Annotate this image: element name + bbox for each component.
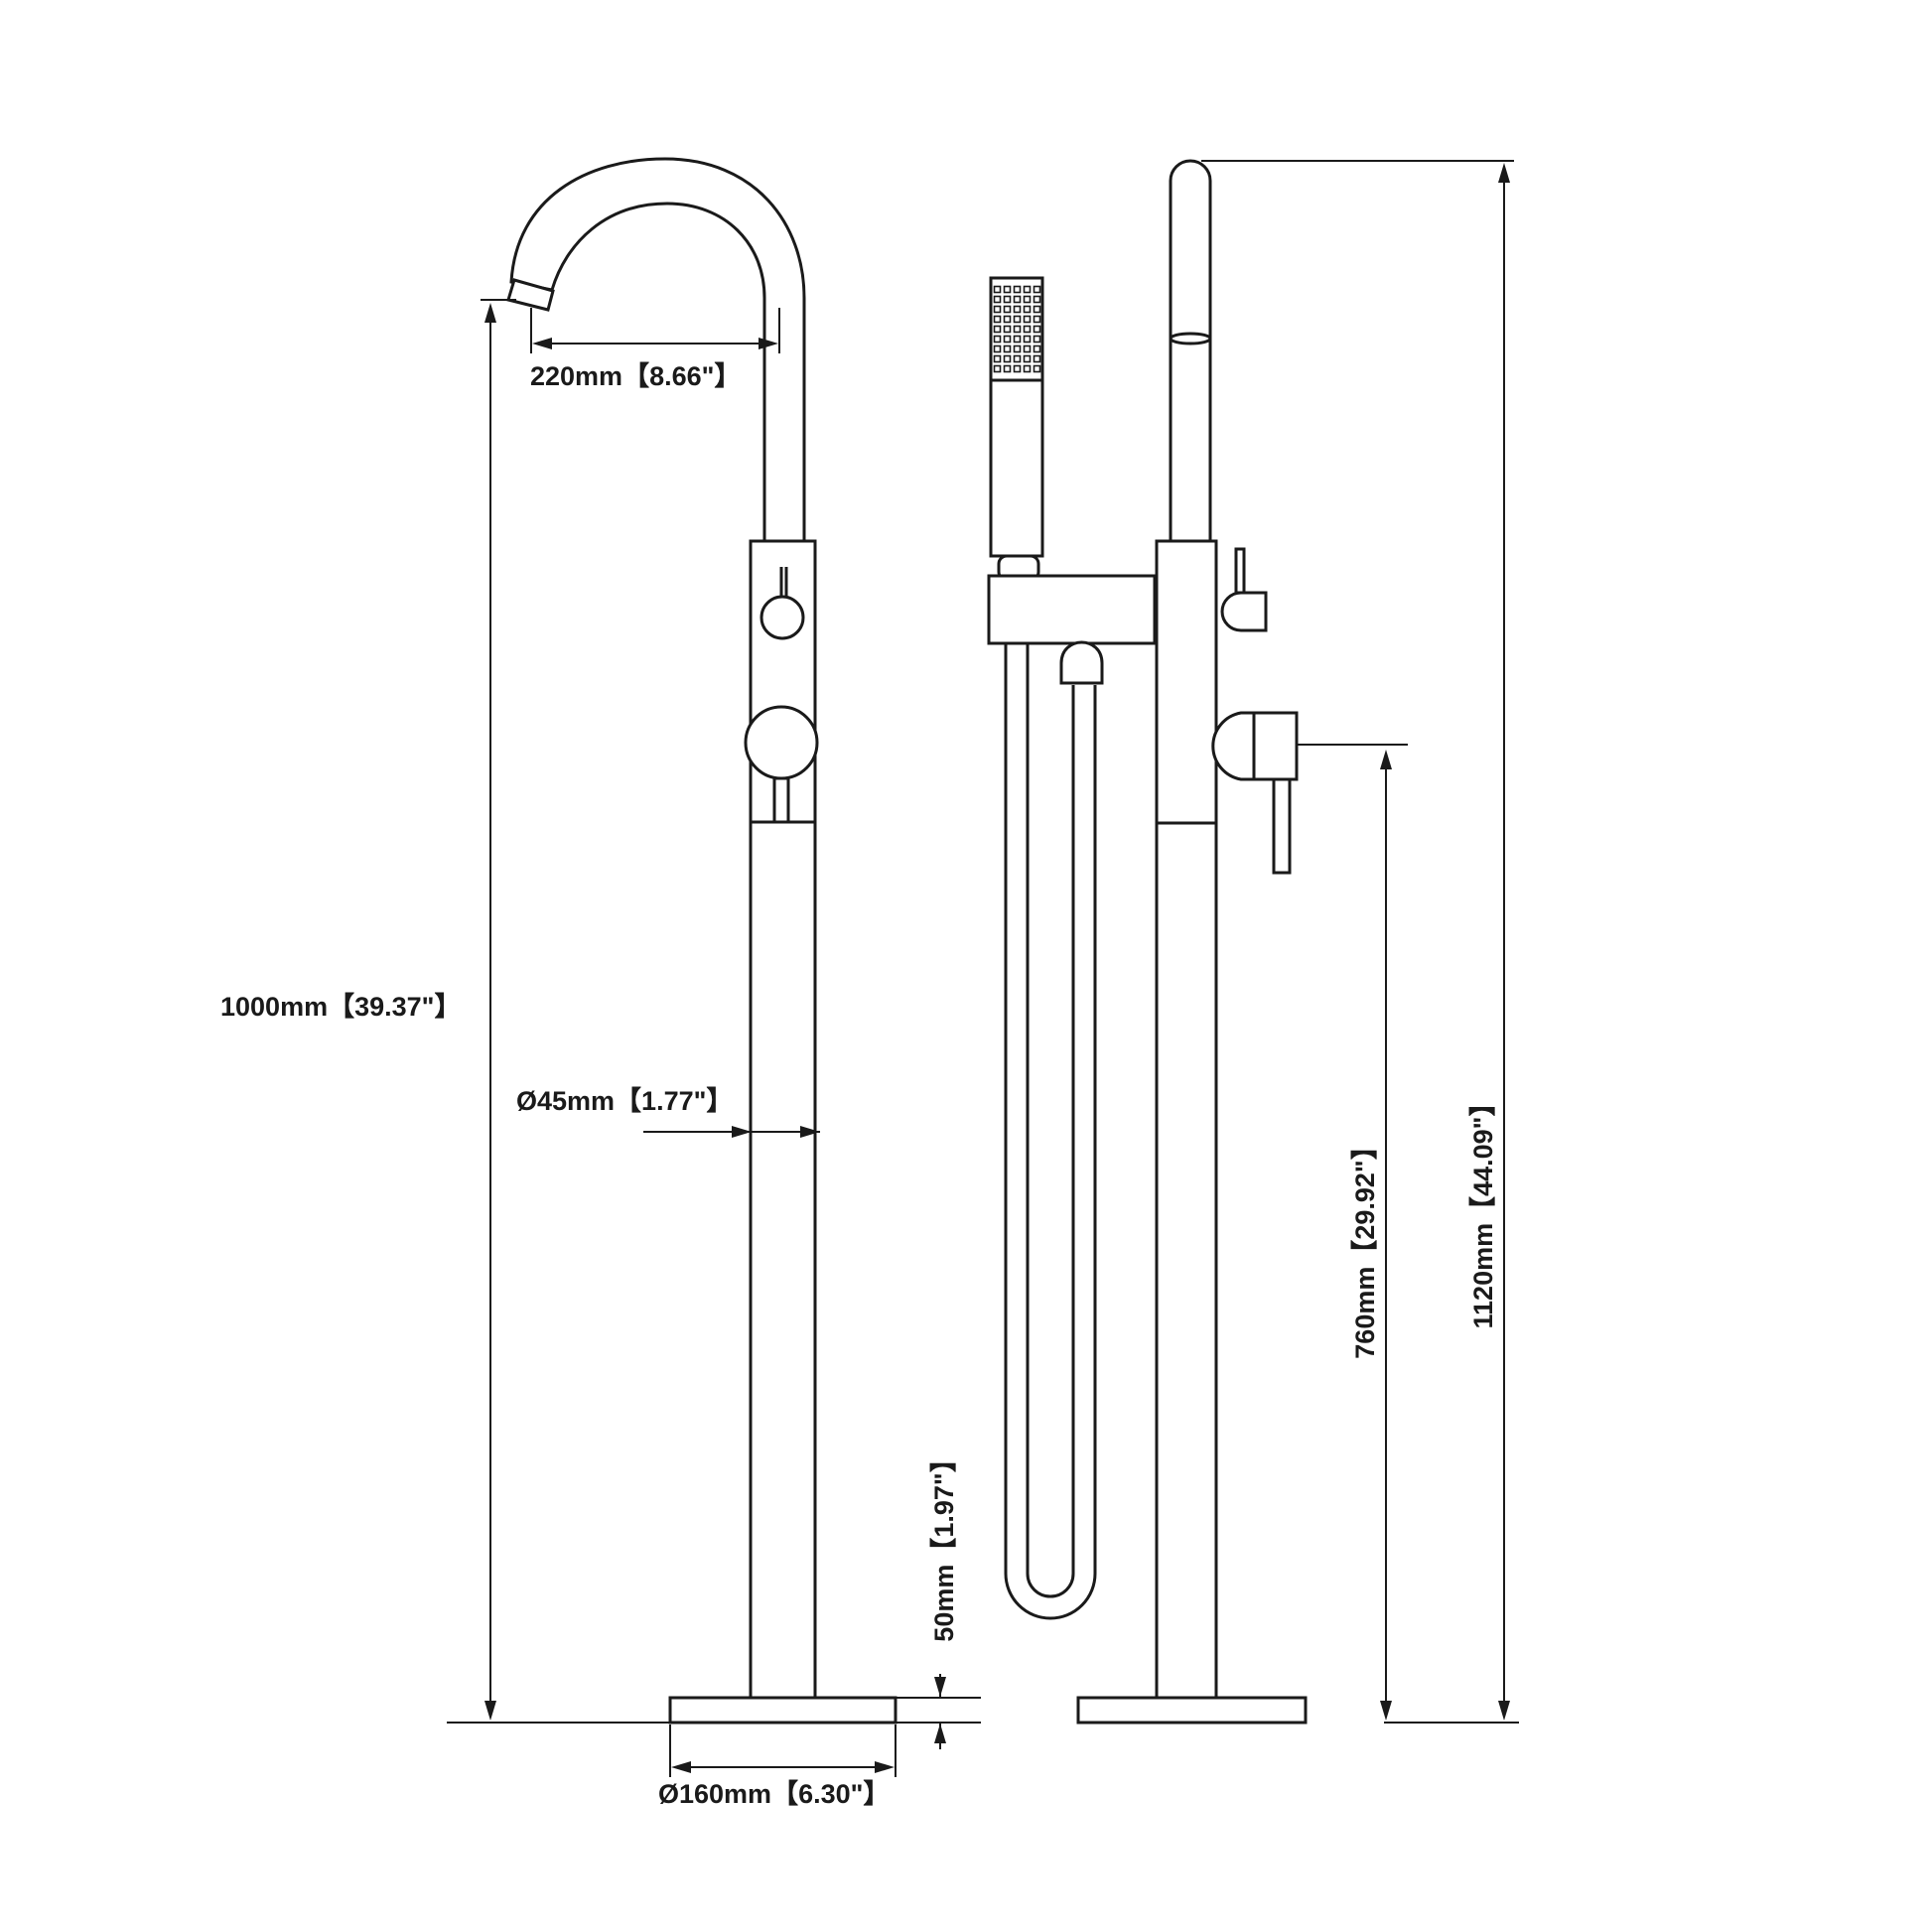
side-spout-tube bbox=[1169, 159, 1212, 543]
spout-reach-label: 220mm【8.66"】 bbox=[530, 361, 741, 391]
gooseneck-spout bbox=[509, 157, 806, 546]
spout-tip bbox=[506, 278, 555, 312]
spout-height-label: 1000mm【39.37"】 bbox=[220, 992, 461, 1022]
base-plate bbox=[668, 1696, 897, 1725]
valve-height-label: 760mm【29.92"】 bbox=[1350, 1133, 1380, 1358]
lower-pipe bbox=[749, 820, 817, 1700]
total-height-label: 1120mm【44.09"】 bbox=[1468, 1090, 1498, 1329]
dimension-labels: 220mm【8.66"】 1000mm【39.37"】 Ø45mm【1.77"】… bbox=[220, 361, 1498, 1809]
side-large-lever bbox=[1272, 777, 1292, 875]
shower-hose-inner bbox=[1026, 643, 1075, 1598]
shower-hose-outer bbox=[1004, 643, 1097, 1620]
side-small-lever bbox=[1234, 547, 1246, 595]
side-lower-pipe bbox=[1155, 821, 1218, 1700]
hose-connector bbox=[1059, 640, 1104, 685]
base-diameter-label: Ø160mm【6.30"】 bbox=[658, 1779, 890, 1809]
side-main-body bbox=[1155, 539, 1218, 825]
shower-nozzles-icon bbox=[993, 285, 1042, 374]
side-small-knob bbox=[1220, 591, 1268, 632]
dimension-lines bbox=[447, 160, 1519, 1777]
small-knob bbox=[759, 595, 805, 640]
base-height-label: 50mm【1.97"】 bbox=[929, 1446, 959, 1641]
pipe-diameter-label: Ø45mm【1.77"】 bbox=[516, 1086, 733, 1116]
main-knob bbox=[744, 705, 819, 780]
spout-ring bbox=[1169, 332, 1212, 345]
shower-holder-arm bbox=[987, 574, 1157, 645]
side-view bbox=[987, 159, 1308, 1725]
side-base-plate bbox=[1076, 1696, 1308, 1725]
front-view bbox=[506, 157, 897, 1725]
